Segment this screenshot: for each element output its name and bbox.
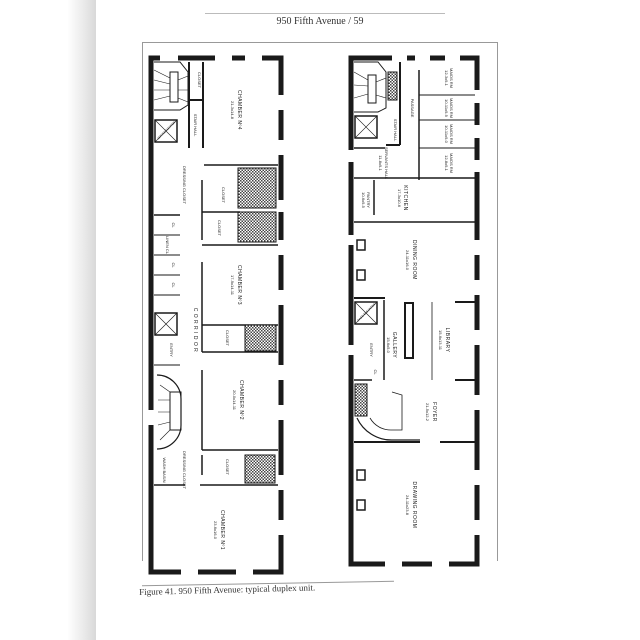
room-size-pantry: 10-6x9-5 bbox=[361, 192, 366, 209]
dressing-closet-label: DRESSING CLOSET bbox=[182, 166, 187, 205]
figure-frame bbox=[142, 42, 498, 561]
room-label-servants-hall: SERVANTS HALL bbox=[384, 147, 389, 180]
cl-label: CL bbox=[171, 222, 176, 228]
room-label-maids4: MAIDS RM bbox=[449, 153, 454, 173]
room-size-drawing: 24-11x23-8 bbox=[405, 495, 410, 516]
dressing-closet-label: DRESSING CLOSET bbox=[182, 451, 187, 490]
room-size-maids2: 10-11x9-9 bbox=[444, 99, 449, 117]
room-size-chamber1: 23-6x16-0 bbox=[213, 521, 218, 540]
linen-closet-label: LINEN CL bbox=[165, 236, 170, 255]
room-label-gallery: GALLERY bbox=[391, 332, 397, 359]
room-size-servants-hall: 11-8x9-1 bbox=[378, 155, 383, 171]
stair-hall-label: STAIR HALL bbox=[193, 114, 198, 137]
room-size-chamber4: 21-3x14-8 bbox=[230, 101, 235, 120]
wash-basin-label: WASH BASIN bbox=[162, 458, 167, 483]
room-label-chamber4: CHAMBER Nº4 bbox=[236, 90, 242, 130]
room-label-pantry: PANTRY bbox=[366, 192, 371, 208]
room-label-library: LIBRARY bbox=[444, 328, 450, 353]
pass-elevator-label: PASS ELEVATOR bbox=[356, 302, 376, 322]
room-size-foyer: 21-5x12-2 bbox=[425, 403, 430, 422]
closet-label: CLOSET bbox=[217, 220, 222, 237]
room-size-chamber3: 17-9x14-11 bbox=[230, 275, 235, 296]
lower-floor-labels: MAIDS RM 12-3x9-1 MAIDS RM 10-11x9-9 MAI… bbox=[356, 68, 454, 528]
passage-label: PASSAGE bbox=[410, 99, 415, 118]
upper-floor-plan bbox=[148, 55, 284, 575]
room-label-maids2: MAIDS RM bbox=[449, 98, 454, 118]
cl-label: CL bbox=[171, 262, 176, 268]
room-size-dining: 24-11x16-0 bbox=[405, 250, 410, 271]
stair-hall-label: STAIR HALL bbox=[393, 119, 398, 142]
closet-label: CLOSET bbox=[197, 72, 202, 89]
room-label-chamber3: CHAMBER Nº3 bbox=[236, 265, 242, 305]
lower-floor-plan bbox=[348, 55, 480, 567]
upper-floor-labels: CHAMBER Nº4 21-3x14-8 CHAMBER Nº3 17-9x1… bbox=[156, 72, 244, 550]
room-label-drawing: DRAWING ROOM bbox=[411, 482, 417, 529]
room-label-dining: DINING ROOM bbox=[411, 240, 417, 280]
room-size-maids1: 12-3x9-1 bbox=[444, 70, 449, 87]
room-size-kitchen: 17-3x10-6 bbox=[397, 189, 402, 208]
room-label-foyer: FOYER bbox=[431, 402, 437, 422]
header-rule bbox=[205, 13, 445, 14]
service-elevator-label: SERVICE ELEVATOR bbox=[156, 120, 176, 140]
cl-label: CL bbox=[373, 369, 378, 375]
room-label-kitchen: KITCHEN bbox=[402, 185, 408, 210]
room-label-maids1: MAIDS RM bbox=[449, 68, 454, 88]
entry-label: ENTRY bbox=[369, 343, 374, 357]
room-size-maids4: 12-8x9-1 bbox=[444, 155, 449, 172]
closet-label: CLOSET bbox=[225, 330, 230, 347]
corridor-label: C O R R I D O R bbox=[192, 308, 198, 352]
page-edge-shadow bbox=[0, 0, 96, 640]
room-label-chamber1: CHAMBER Nº1 bbox=[219, 510, 225, 550]
closet-label: CLOSET bbox=[221, 187, 226, 204]
room-label-maids3: MAIDS RM bbox=[449, 124, 454, 144]
room-size-maids3: 10-11x9-0 bbox=[444, 125, 449, 143]
cl-label: CL bbox=[171, 282, 176, 288]
room-size-library: 15-6x13-11 bbox=[438, 330, 443, 351]
room-label-chamber2: CHAMBER Nº2 bbox=[238, 380, 244, 420]
room-size-chamber2: 20-0x14-11 bbox=[232, 390, 237, 411]
closet-label: CLOSET bbox=[225, 459, 230, 476]
entry-label: ENTRY bbox=[169, 343, 174, 357]
running-header: 950 Fifth Avenue / 59 bbox=[276, 16, 364, 27]
room-size-gallery: 15-6x5-0 bbox=[386, 337, 391, 354]
